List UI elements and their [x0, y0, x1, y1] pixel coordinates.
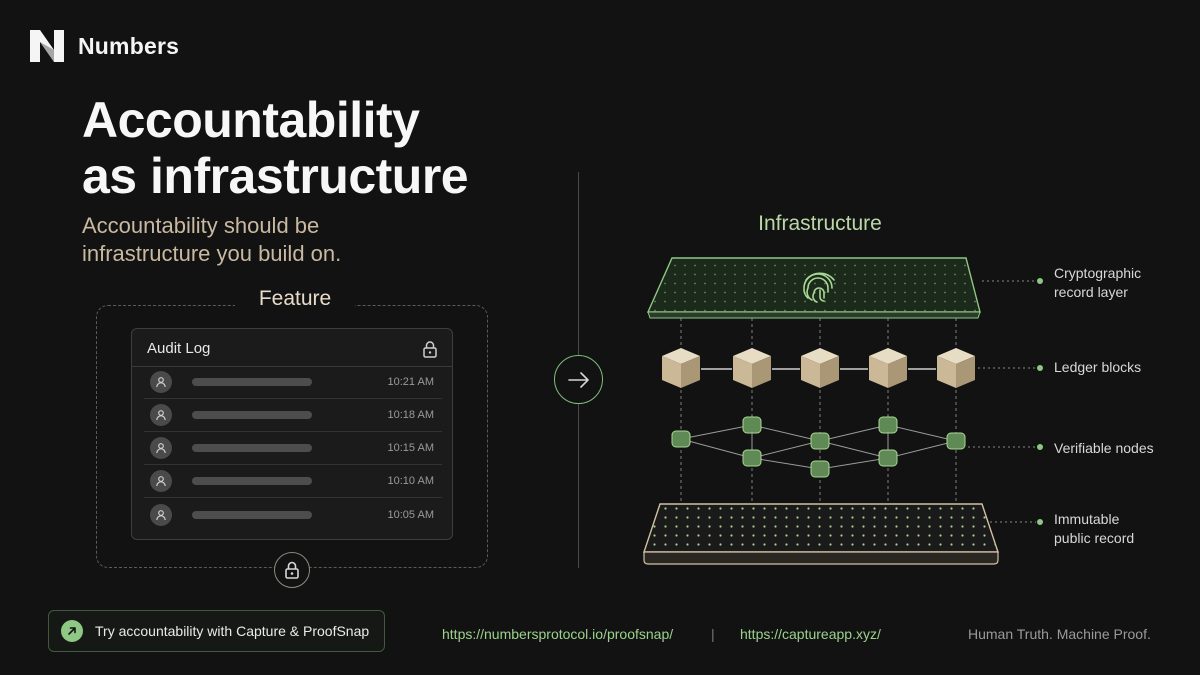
- brand: Numbers: [28, 28, 179, 64]
- audit-log-title: Audit Log: [147, 340, 211, 357]
- user-icon: [150, 503, 172, 526]
- layer-label-cryptographic: Cryptographic record layer: [1054, 264, 1141, 302]
- subtitle-line-1: Accountability should be: [82, 213, 320, 238]
- layer-label-line: Verifiable nodes: [1054, 440, 1154, 456]
- redacted-entry-bar: [192, 477, 312, 485]
- tagline: Human Truth. Machine Proof.: [968, 626, 1151, 642]
- audit-log-card: [131, 328, 453, 540]
- audit-log-time: 10:21 AM: [387, 376, 434, 388]
- layer-label-ledger: Ledger blocks: [1054, 358, 1141, 377]
- ledger-block-cube: [937, 348, 975, 388]
- feature-lock-badge: [274, 552, 310, 588]
- brand-name: Numbers: [78, 32, 180, 59]
- numbers-logo-icon: [30, 30, 64, 62]
- infrastructure-title: Infrastructure: [758, 212, 882, 235]
- node-mesh-links: [680, 424, 957, 470]
- user-icon: [150, 404, 172, 426]
- layer-label-line: record layer: [1054, 284, 1128, 300]
- connector-lines: [680, 312, 957, 505]
- redacted-entry-bar: [192, 510, 312, 519]
- arrow-right-icon: [554, 355, 603, 404]
- infrastructure-diagram: [643, 257, 1043, 565]
- audit-log-row[interactable]: 10:15 AM: [144, 432, 442, 465]
- fingerprint-icon: [803, 272, 835, 303]
- layer-label-line: Cryptographic: [1054, 265, 1142, 281]
- ledger-block-cube: [869, 348, 907, 388]
- user-icon: [150, 437, 172, 459]
- audit-log-row[interactable]: 10:05 AM: [144, 498, 442, 531]
- try-accountability-button[interactable]: Try accountability with Capture & ProofS…: [48, 610, 385, 652]
- audit-log-row[interactable]: 10:18 AM: [144, 399, 442, 432]
- label-leader-lines: [968, 280, 1036, 523]
- layer-label-immutable: Immutable public record: [1054, 510, 1134, 548]
- subtitle-line-2: infrastructure you build on.: [82, 241, 342, 266]
- user-icon: [150, 470, 172, 492]
- redacted-entry-bar: [192, 378, 312, 386]
- redacted-entry-bar: [192, 444, 312, 452]
- audit-log-time: 10:15 AM: [387, 442, 434, 454]
- layer-label-line: Ledger blocks: [1054, 359, 1142, 375]
- audit-log-row[interactable]: 10:10 AM: [144, 465, 442, 498]
- cryptographic-record-layer: [646, 257, 981, 319]
- redacted-entry-bar: [192, 411, 312, 419]
- verifiable-node: [671, 416, 966, 478]
- immutable-public-record-layer: [643, 503, 999, 565]
- audit-log-time: 10:18 AM: [387, 409, 434, 421]
- page-title-line-1: Accountability: [82, 92, 420, 148]
- layer-label-line: public record: [1054, 530, 1135, 546]
- subtitle: Accountability should be infrastructure …: [82, 212, 402, 268]
- audit-log-time: 10:10 AM: [387, 475, 434, 487]
- ledger-block-cube: [662, 348, 700, 388]
- label-leader-dots: [1037, 278, 1043, 525]
- ledger-block-cube: [801, 348, 839, 388]
- lock-icon: [285, 561, 299, 579]
- audit-log-time: 10:05 AM: [387, 508, 434, 521]
- audit-log-row[interactable]: 10:21 AM: [144, 366, 442, 399]
- arrow-up-right-icon: [61, 620, 83, 642]
- audit-log-divider: [131, 366, 453, 367]
- link-separator: |: [711, 626, 715, 642]
- user-icon: [150, 371, 172, 393]
- layer-label-nodes: Verifiable nodes: [1054, 439, 1154, 458]
- page-title-line-2: as infrastructure: [82, 148, 469, 204]
- lock-icon: [423, 341, 437, 358]
- try-accountability-label: Try accountability with Capture & ProofS…: [95, 623, 370, 639]
- captureapp-link[interactable]: https://captureapp.xyz/: [740, 626, 881, 642]
- layer-label-line: Immutable: [1054, 511, 1120, 527]
- page-title: Accountability as infrastructure: [82, 92, 469, 204]
- feature-title: Feature: [235, 287, 355, 311]
- proofsnap-link[interactable]: https://numbersprotocol.io/proofsnap/: [442, 626, 674, 642]
- ledger-block-cube: [733, 348, 771, 388]
